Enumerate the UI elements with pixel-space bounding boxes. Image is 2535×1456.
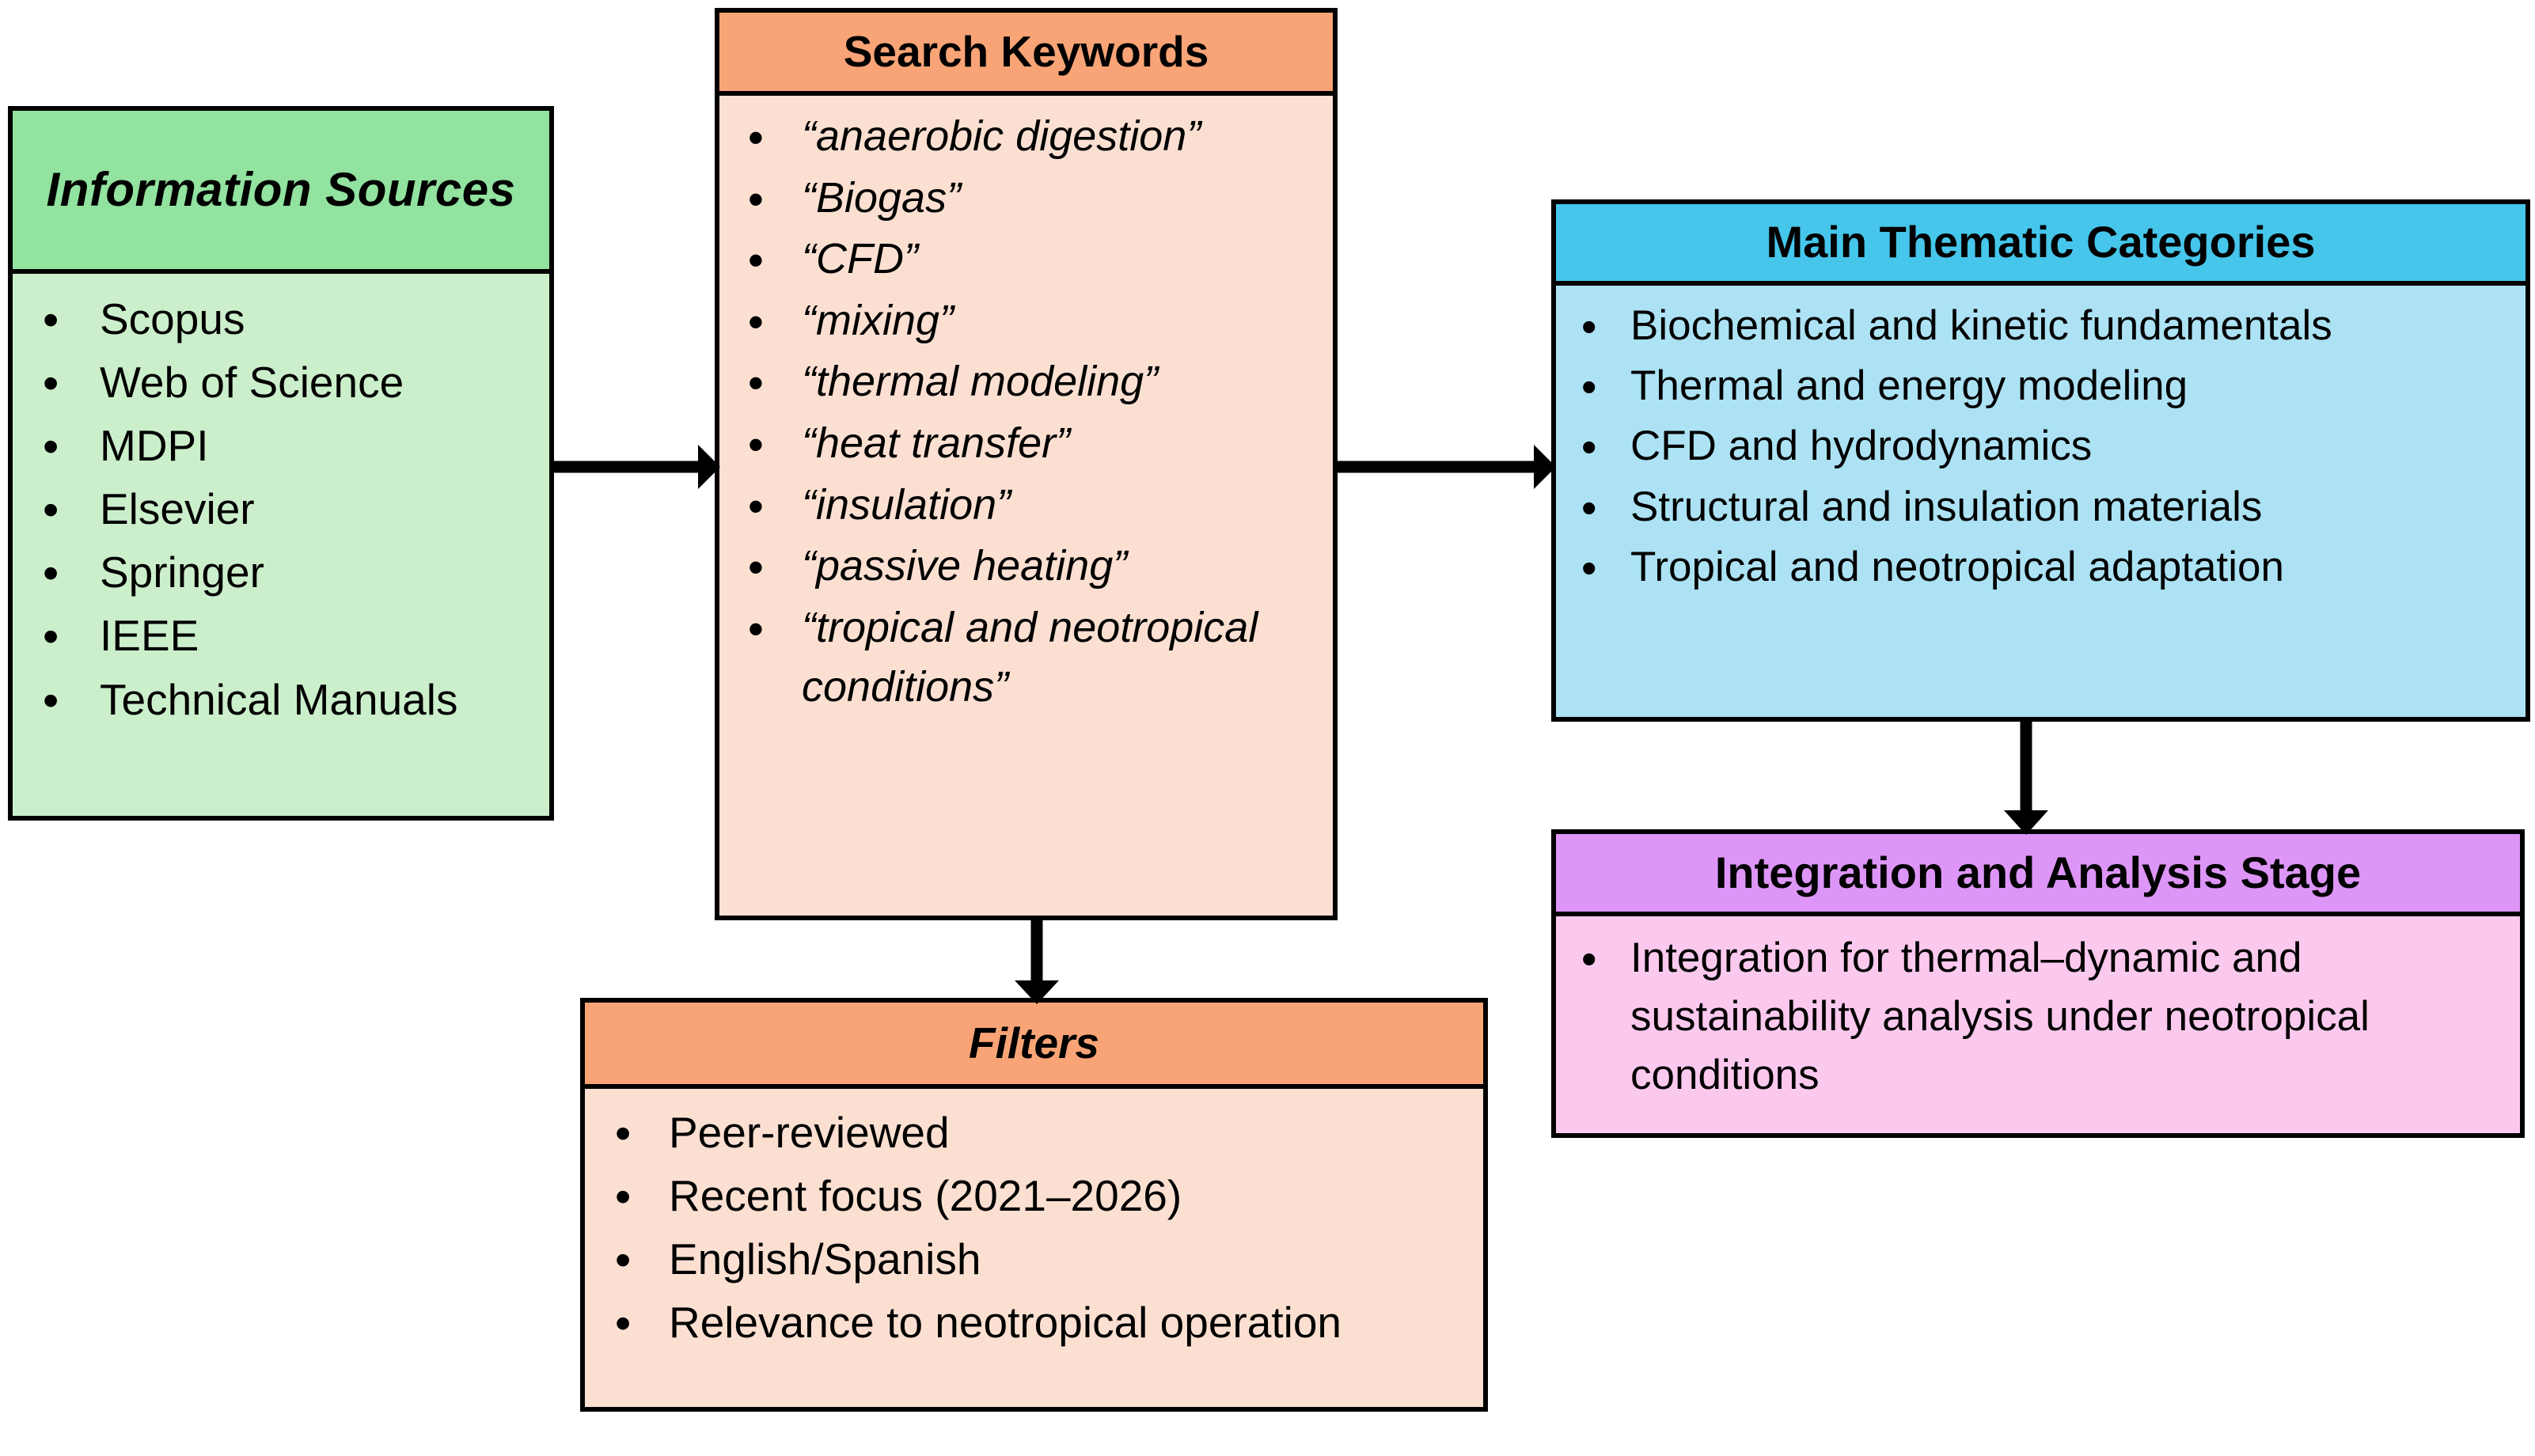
node-integration-analysis-body: Integration for thermal–dynamic and sust…	[1556, 916, 2520, 1133]
list-item: Thermal and energy modeling	[1567, 357, 2508, 419]
list-item: Technical Manuals	[24, 669, 532, 734]
list-item: “anaerobic digestion”	[731, 107, 1315, 169]
node-information-sources[interactable]: Information Sources Scopus Web of Scienc…	[8, 106, 554, 821]
list-item: Relevance to neotropical operation	[596, 1291, 1466, 1356]
list-item: “passive heating”	[731, 537, 1315, 599]
list-item: MDPI	[24, 415, 532, 480]
list-item: Springer	[24, 541, 532, 606]
list-item: “tropical and neotropical conditions”	[731, 598, 1315, 718]
node-search-keywords-title: Search Keywords	[719, 13, 1333, 96]
list-item: Integration for thermal–dynamic and sust…	[1567, 929, 2503, 1105]
list-item: Elsevier	[24, 478, 532, 543]
node-information-sources-body: Scopus Web of Science MDPI Elsevier Spri…	[13, 274, 549, 816]
list-item: Web of Science	[24, 351, 532, 416]
node-filters-body: Peer-reviewed Recent focus (2021–2026) E…	[585, 1089, 1483, 1407]
list-item: “Biogas”	[731, 169, 1315, 231]
node-integration-analysis-title: Integration and Analysis Stage	[1556, 834, 2520, 916]
filters-list: Peer-reviewed Recent focus (2021–2026) E…	[596, 1101, 1466, 1356]
list-item: Scopus	[24, 288, 532, 353]
node-filters-title: Filters	[585, 1003, 1483, 1089]
main-thematic-categories-list: Biochemical and kinetic fundamentals The…	[1567, 297, 2508, 600]
list-item: “insulation”	[731, 476, 1315, 538]
arrow-search-keywords-to-filters	[1015, 920, 1059, 1004]
information-sources-list: Scopus Web of Science MDPI Elsevier Spri…	[24, 288, 532, 734]
node-filters[interactable]: Filters Peer-reviewed Recent focus (2021…	[580, 998, 1488, 1412]
arrow-main-thematic-categories-to-integration-analysis	[2004, 722, 2048, 835]
list-item: Recent focus (2021–2026)	[596, 1165, 1466, 1230]
node-search-keywords-body: “anaerobic digestion” “Biogas” “CFD” “mi…	[719, 96, 1333, 916]
node-main-thematic-categories[interactable]: Main Thematic Categories Biochemical and…	[1551, 199, 2530, 722]
search-keywords-list: “anaerobic digestion” “Biogas” “CFD” “mi…	[731, 107, 1315, 718]
list-item: “CFD”	[731, 229, 1315, 292]
list-item: CFD and hydrodynamics	[1567, 417, 2508, 479]
list-item: IEEE	[24, 605, 532, 669]
list-item: Tropical and neotropical adaptation	[1567, 538, 2508, 600]
list-item: Biochemical and kinetic fundamentals	[1567, 297, 2508, 358]
node-search-keywords[interactable]: Search Keywords “anaerobic digestion” “B…	[715, 8, 1338, 920]
list-item: English/Spanish	[596, 1228, 1466, 1293]
integration-analysis-list: Integration for thermal–dynamic and sust…	[1567, 929, 2503, 1105]
list-item: Peer-reviewed	[596, 1101, 1466, 1166]
node-integration-analysis[interactable]: Integration and Analysis Stage Integrati…	[1551, 829, 2525, 1138]
arrow-search-keywords-to-main-thematic-categories	[1338, 445, 1556, 489]
arrow-information-sources-to-search-keywords	[554, 445, 720, 489]
list-item: Structural and insulation materials	[1567, 478, 2508, 540]
list-item: “thermal modeling”	[731, 352, 1315, 415]
node-main-thematic-categories-title: Main Thematic Categories	[1556, 204, 2526, 286]
node-information-sources-title: Information Sources	[13, 111, 549, 274]
list-item: “heat transfer”	[731, 414, 1315, 476]
node-main-thematic-categories-body: Biochemical and kinetic fundamentals The…	[1556, 286, 2526, 717]
list-item: “mixing”	[731, 291, 1315, 354]
